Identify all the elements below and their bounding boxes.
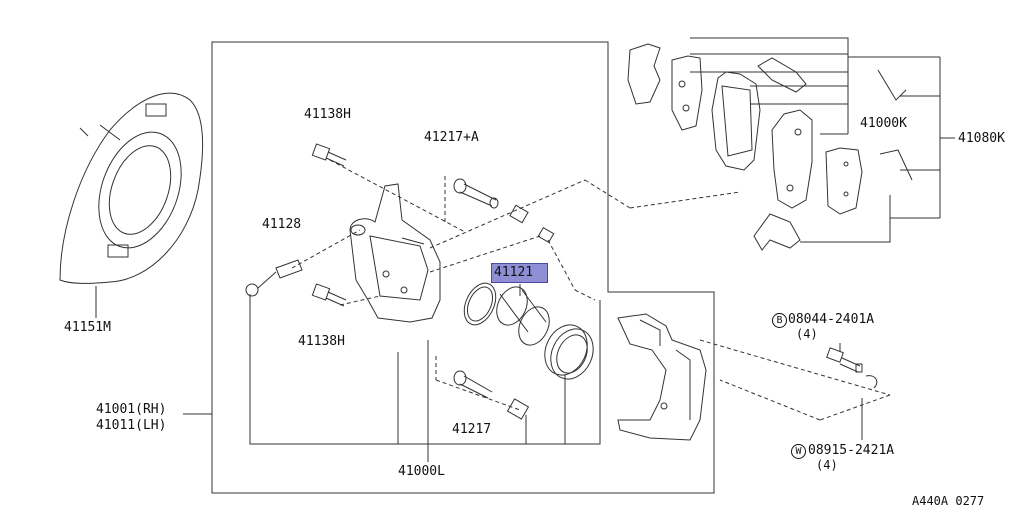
bolt-41138H-bottom-shape [311, 283, 347, 307]
qty-washer: (4) [816, 458, 838, 472]
label-41151M[interactable]: 41151M [64, 320, 111, 335]
label-08915-2421A[interactable]: 08915-2421A [808, 443, 895, 458]
piston-boot-shape [544, 324, 594, 380]
label-41217[interactable]: 41217 [452, 422, 492, 437]
label-41121-highlighted[interactable]: 41121 [491, 263, 548, 283]
boot-bottom-shape [506, 398, 530, 420]
assembly-frame [211, 41, 715, 494]
torque-member-shape [617, 313, 707, 441]
badge-bolt: B [772, 313, 787, 328]
seal-ring-shape [463, 282, 497, 326]
figure-code: A440A 0277 [912, 494, 985, 508]
bolt-08044-shape [826, 347, 863, 373]
label-41080K[interactable]: 41080K [958, 131, 1005, 146]
label-41138H-top[interactable]: 41138H [304, 107, 351, 122]
label-41011LH[interactable]: 41011(LH) [96, 418, 167, 433]
label-41128[interactable]: 41128 [262, 217, 302, 232]
label-41000K[interactable]: 41000K [860, 116, 907, 131]
qty-bolt: (4) [796, 327, 818, 341]
label-08044-2401A[interactable]: 08044-2401A [788, 312, 875, 327]
pin-41217-shape [453, 370, 493, 399]
piston-41121-shape [496, 286, 550, 346]
bleeder-41128-shape [245, 259, 303, 297]
pad-shim-shapes [627, 43, 913, 251]
boot-top-shape [509, 204, 555, 244]
washer-08915-shape [865, 375, 878, 389]
label-41138H-bottom[interactable]: 41138H [298, 334, 345, 349]
label-41000L[interactable]: 41000L [398, 464, 445, 479]
caliper-body-shape [349, 183, 441, 323]
label-41217A[interactable]: 41217+A [424, 130, 479, 145]
dust-shield-shape [59, 92, 204, 284]
badge-washer: W [791, 444, 806, 459]
pin-41217A-shape [453, 178, 499, 209]
bolt-41138H-top-shape [311, 143, 347, 167]
label-41001RH[interactable]: 41001(RH) [96, 402, 167, 417]
